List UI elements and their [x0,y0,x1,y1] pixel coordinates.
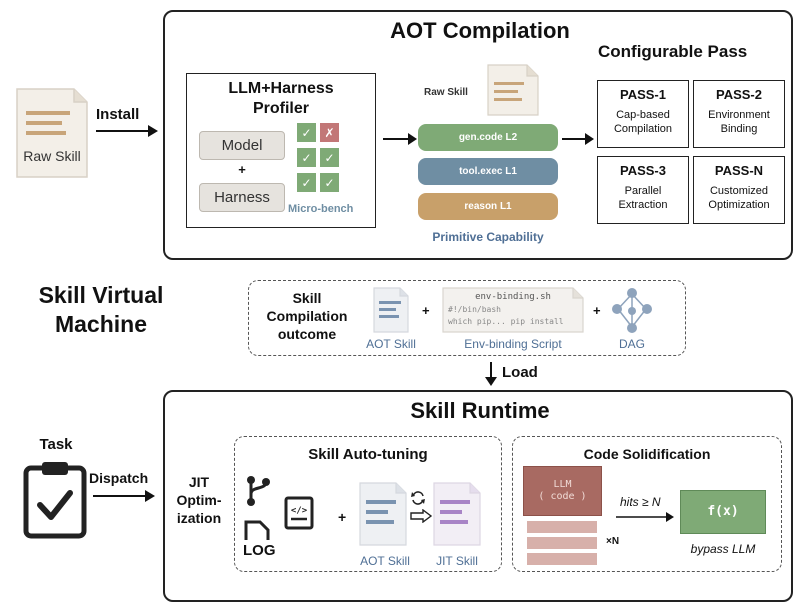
bench-cell: ✓ [320,173,339,192]
compilation-outcome-box [248,280,686,356]
llm-box-line2: ( code ) [538,491,587,502]
pass-1-line2: Compilation [613,123,673,135]
install-arrow-icon [96,125,158,137]
task-label: Task [39,436,73,453]
svg-text:</>: </> [291,506,308,516]
llm-stack-bar [527,553,597,565]
dag-icon [612,288,652,333]
runtime-plus: + [338,509,347,525]
profiler-title-line2: Profiler [252,100,309,117]
pass-2-line1: Environment [708,109,770,121]
pass-1-line1: Cap-based [616,109,670,121]
jit-line3: ization [176,510,222,526]
pass-n-line2: Optimization [708,199,770,211]
log-file-icon [244,520,270,540]
refresh-icon [411,491,425,505]
script-title: env-binding.sh [475,292,551,302]
outcome-line2: Compilation [266,308,348,324]
runtime-aot-skill-label: AOT Skill [360,554,410,568]
llm-stack-bar [527,521,597,533]
runtime-title: Skill Runtime [410,398,550,423]
raw-skill-mid-doc-icon [487,64,539,116]
aot-skill-doc-icon [373,287,409,333]
hits-label: hits ≥ N [620,495,661,509]
dispatch-arrow-icon [93,490,155,502]
capability-pill-tool-exec: tool.exec L1 [418,158,558,185]
branch-icon [247,476,270,506]
pass-3-line2: Extraction [618,199,668,211]
profiler-arrow-icon [383,133,417,145]
jit-line2: Optim- [176,492,222,508]
harness-box: Harness [199,183,285,212]
code-file-icon: </> [284,496,314,530]
pass-n-box: PASS-N Customized Optimization [693,156,785,224]
solidification-title: Code Solidification [583,446,711,462]
bypass-llm-label: bypass LLM [690,542,756,556]
jit-skill-doc-icon [433,482,481,546]
pass-3-box: PASS-3 Parallel Extraction [597,156,689,224]
vm-title-line2: Machine [54,311,148,337]
times-n-label: ×N [606,536,620,547]
pass-2-title: PASS-2 [716,87,762,102]
profiler-title-line1: LLM+Harness [228,80,334,97]
vm-plus-1: + [422,303,430,318]
hits-arrow-icon [616,512,674,522]
pass-2-box: PASS-2 Environment Binding [693,80,785,148]
pass-n-line1: Customized [709,185,769,197]
auto-tuning-box [234,436,502,572]
outcome-line3: outcome [277,326,337,342]
install-label: Install [96,106,140,123]
llm-code-box: LLM ( code ) [523,466,602,516]
llm-box-line1: LLM [553,479,572,490]
bench-cell: ✗ [320,123,339,142]
script-line2: which pip... pip install [448,317,564,326]
microbench-label: Micro-bench [288,203,354,215]
auto-tuning-title: Skill Auto-tuning [308,446,428,463]
pass-n-title: PASS-N [714,163,764,178]
runtime-aot-skill-doc-icon [359,482,407,546]
llm-stack-bar [527,537,597,549]
primitive-capability-label: Primitive Capability [432,230,544,244]
aot-title: AOT Compilation [390,18,570,43]
bench-cell: ✓ [297,173,316,192]
fx-box: f(x) [680,490,766,534]
dag-label: DAG [618,337,645,351]
model-box: Model [199,131,285,160]
vm-plus-2: + [593,303,601,318]
pass-3-line1: Parallel [624,185,662,197]
transform-arrow-icon [410,509,432,523]
load-arrow-icon [485,362,497,386]
env-binding-script-doc-icon [442,287,584,333]
capability-pill-gen-code: gen.code L2 [418,124,558,151]
env-binding-script-label: Env-binding Script [464,337,562,351]
configurable-pass-title: Configurable Pass [598,42,748,61]
jit-line1: JIT [188,474,210,490]
log-label: LOG [243,542,276,559]
bench-cell: ✓ [297,148,316,167]
raw-skill-left-label: Raw Skill [23,148,81,164]
vm-title-line1: Skill Virtual [38,282,164,308]
code-solidification-box [512,436,782,572]
pills-arrow-icon [562,133,594,145]
dispatch-label: Dispatch [89,470,149,486]
load-label: Load [502,364,538,381]
pass-1-box: PASS-1 Cap-based Compilation [597,80,689,148]
pass-3-title: PASS-3 [620,163,666,178]
raw-skill-doc-icon [16,88,88,178]
model-harness-plus: + [238,162,246,177]
raw-skill-mid-label: Raw Skill [424,87,468,98]
pass-1-title: PASS-1 [620,87,666,102]
pass-2-line2: Binding [720,123,758,135]
capability-pill-reason: reason L1 [418,193,558,220]
jit-skill-label: JIT Skill [436,554,478,568]
vm-aot-skill-label: AOT Skill [366,337,416,351]
script-line1: #!/bin/bash [448,305,501,314]
outcome-line1: Skill [292,290,322,306]
task-clipboard-icon [23,462,87,539]
bench-cell: ✓ [320,148,339,167]
bench-cell: ✓ [297,123,316,142]
